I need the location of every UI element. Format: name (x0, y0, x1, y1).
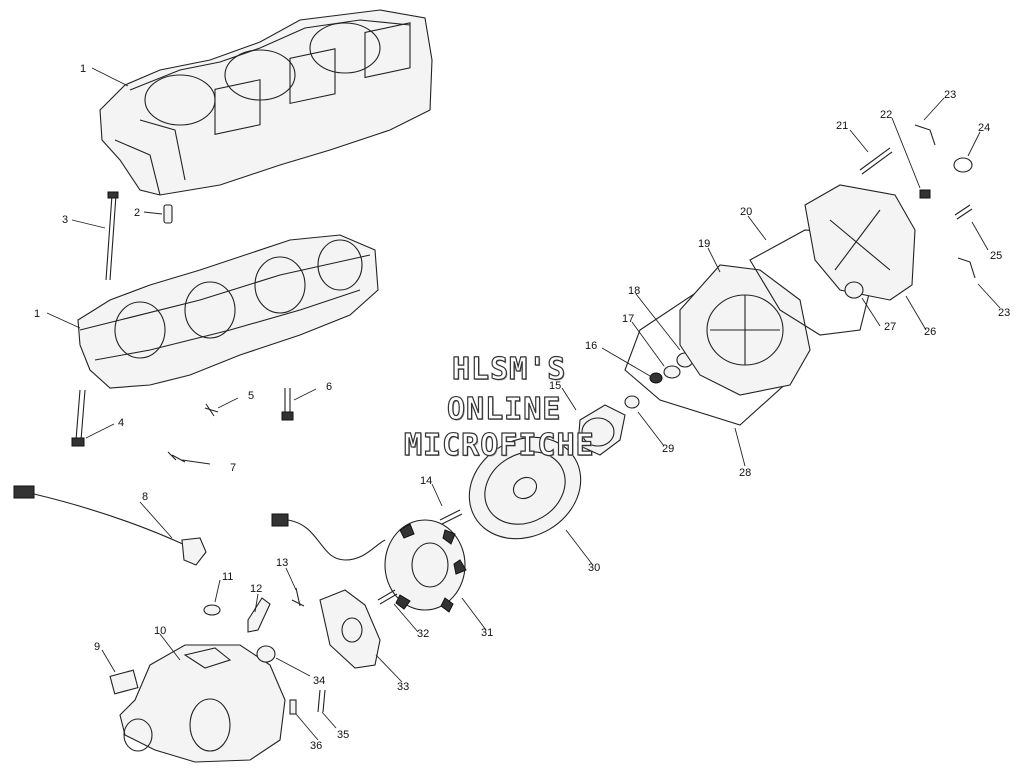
bolt-21 (859, 147, 893, 175)
link-arm (247, 597, 271, 633)
callout-5: 5 (248, 390, 254, 402)
callout-28: 28 (739, 467, 751, 479)
screw-32 (377, 589, 398, 605)
callout-9: 9 (94, 641, 100, 653)
flywheel (468, 436, 582, 540)
bolt-25 (954, 204, 973, 220)
callout-29: 29 (662, 443, 674, 455)
crankcase-hardware (71, 191, 294, 463)
callout-16: 16 (585, 340, 597, 352)
callout-4: 4 (118, 417, 124, 429)
trigger-plate (319, 589, 381, 669)
callout-23-top: 23 (944, 89, 956, 101)
callout-7: 7 (230, 462, 236, 474)
callout-3: 3 (62, 214, 68, 226)
callout-11: 11 (222, 571, 233, 583)
callout-10: 10 (154, 625, 166, 637)
starter-housing (679, 264, 811, 396)
leader-lines (46, 67, 1001, 741)
callout-17: 17 (622, 313, 634, 325)
fitting-23b (957, 257, 976, 279)
callout-6: 6 (326, 381, 332, 393)
callout-26: 26 (924, 326, 936, 338)
upper-crankcase (99, 9, 433, 196)
fitting-23a (914, 124, 936, 146)
callout-18: 18 (628, 285, 640, 297)
watermark-line-1: HLSM'S (451, 351, 567, 387)
callout-21: 21 (836, 120, 848, 132)
callout-30: 30 (588, 562, 600, 574)
magneto-cover (119, 644, 286, 763)
callout-20: 20 (740, 206, 752, 218)
callout-23-bottom: 23 (998, 307, 1010, 319)
callout-32: 32 (417, 628, 429, 640)
callout-36: 36 (310, 740, 322, 752)
callout-24: 24 (978, 122, 990, 134)
bushing (256, 645, 276, 663)
callout-27: 27 (884, 321, 896, 333)
callout-34: 34 (313, 675, 325, 687)
lower-crankcase (77, 234, 379, 389)
callout-19: 19 (698, 238, 710, 250)
end-cover (804, 184, 916, 301)
callout-35: 35 (337, 729, 349, 741)
callout-1-upper: 1 (80, 63, 86, 75)
sensor-cable (13, 485, 207, 566)
callout-labels: 1 1 2 3 4 5 6 7 8 9 10 11 12 13 14 15 16… (34, 63, 1010, 752)
callout-31: 31 (481, 627, 493, 639)
callout-25: 25 (990, 250, 1002, 262)
callout-8: 8 (142, 491, 148, 503)
watermark-line-2: ONLINE (446, 391, 562, 427)
bolt-35 (317, 689, 326, 713)
pin (289, 699, 297, 715)
callout-15: 15 (549, 380, 561, 392)
watermark-line-3: MICROFICHE (403, 427, 595, 463)
callout-12: 12 (250, 583, 262, 595)
bolt-13 (291, 587, 305, 607)
callout-2: 2 (134, 207, 140, 219)
starter-drive (577, 395, 640, 456)
o-ring (953, 157, 973, 173)
screw-14 (439, 509, 463, 525)
seal-16 (649, 372, 663, 384)
stator (271, 513, 467, 613)
callout-22: 22 (880, 109, 892, 121)
callout-33: 33 (397, 681, 409, 693)
callout-13: 13 (276, 557, 288, 569)
callout-1-lower: 1 (34, 308, 40, 320)
spring-17 (663, 365, 681, 379)
decal (109, 669, 139, 695)
callout-14: 14 (420, 475, 432, 487)
washer (203, 604, 221, 616)
nut-22 (919, 189, 931, 199)
